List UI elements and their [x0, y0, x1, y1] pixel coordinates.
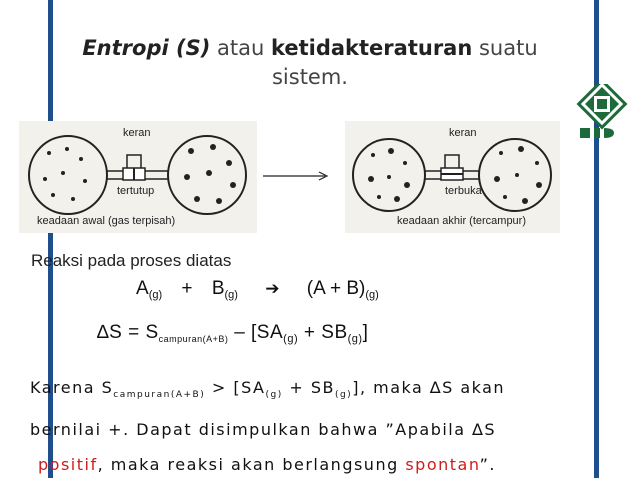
- valve-state-left: tertutup: [117, 185, 155, 197]
- section-label: Reaksi pada proses diatas: [31, 251, 232, 270]
- conclusion-line-1: Karena Scampuran(A+B) > [SA(g) + SB(g)],…: [30, 378, 506, 400]
- university-logo: [576, 84, 628, 138]
- accent-bar-right: [594, 0, 599, 478]
- conclusion-line-2: bernilai +. Dapat disimpulkan bahwa ”Apa…: [30, 420, 496, 439]
- accent-bar-left: [48, 0, 53, 478]
- diagram-initial-state: keran tertutup keadaan awal (gas terpisa…: [19, 121, 257, 233]
- slide-title: Entropi (S) atau ketidakteraturan suatu …: [82, 36, 538, 89]
- caption-right: keadaan akhir (tercampur): [397, 215, 527, 227]
- gas-flasks-closed: [28, 135, 247, 215]
- entropy-equation: ∆S = Scampuran(A+B) – [SA(g) + SB(g)]: [97, 322, 369, 345]
- valve-label-left: keran: [123, 127, 151, 139]
- reaction-equation: A(g) + B(g) ➔ (A + B)(g): [136, 278, 379, 301]
- conclusion-line-3: positif, maka reaksi akan berlangsung sp…: [38, 455, 496, 474]
- reaction-arrow-icon: ➔: [265, 279, 280, 298]
- valve-state-right: terbuka: [445, 185, 482, 197]
- keyword-spontan: spontan: [405, 455, 480, 474]
- process-arrow: [263, 171, 329, 181]
- caption-left: keadaan awal (gas terpisah): [37, 215, 176, 227]
- gas-flasks-open: [352, 138, 552, 212]
- diagram-final-state: keran terbuka keadaan akhir (tercampur): [345, 121, 560, 233]
- valve-label-right: keran: [449, 127, 477, 139]
- keyword-positif: positif: [38, 455, 98, 474]
